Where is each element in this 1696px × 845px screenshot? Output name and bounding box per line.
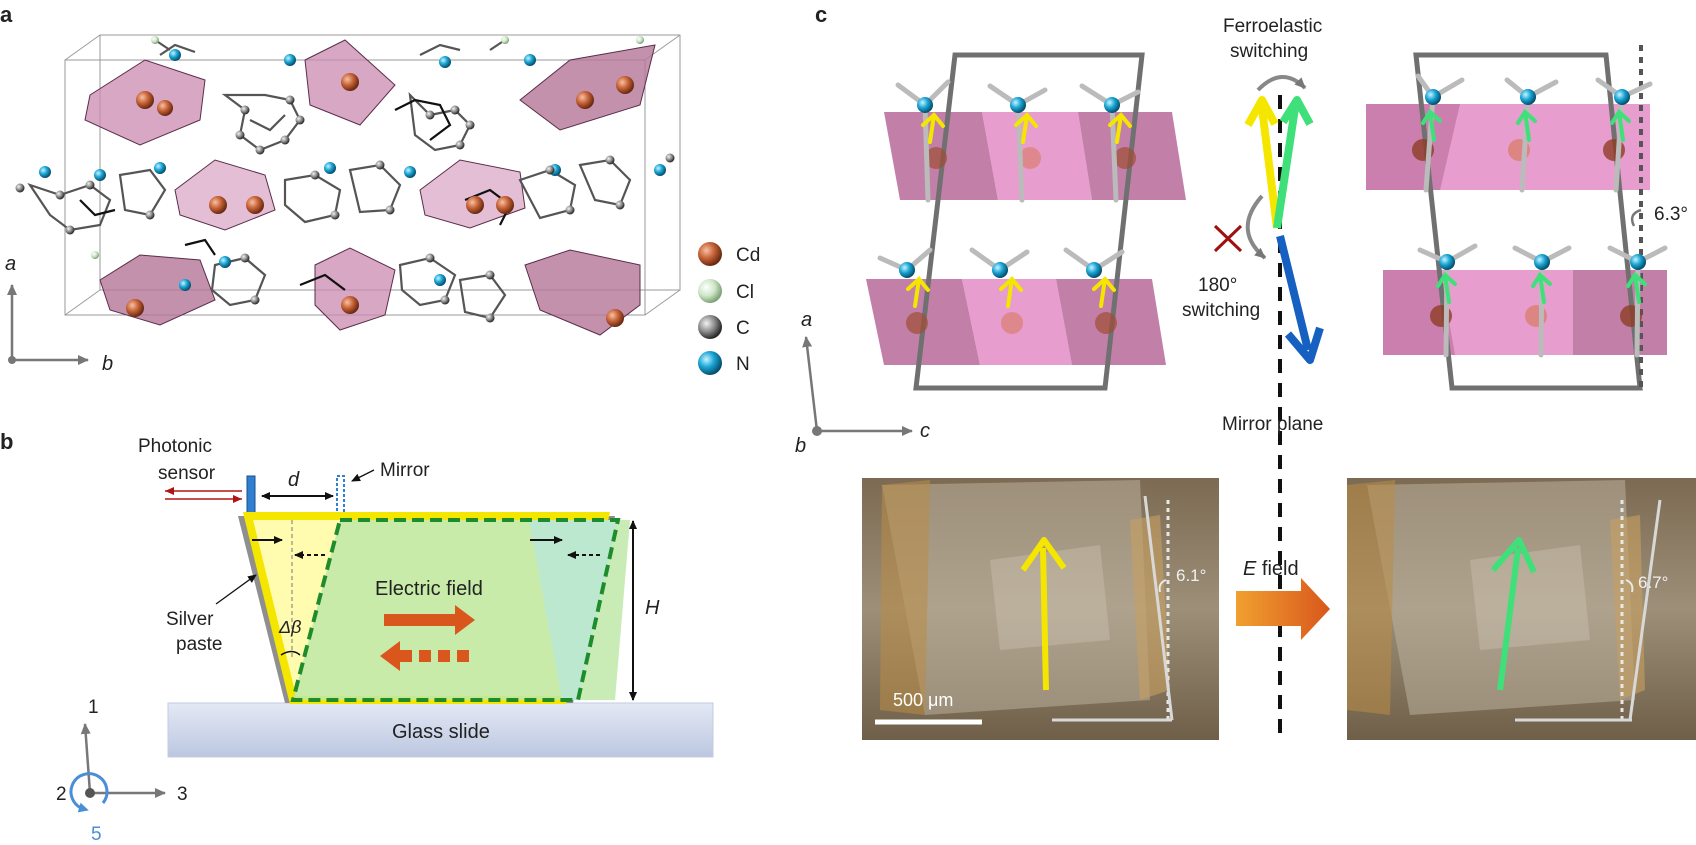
- unit-cell-right: [1413, 52, 1643, 391]
- axis-b-c-label: b: [795, 435, 806, 457]
- axis-3-label: 3: [177, 784, 188, 805]
- panel-c-axes: a b c: [795, 309, 930, 457]
- blue-polarization-arrow: [1276, 235, 1324, 364]
- e-field-label: E field: [1243, 558, 1299, 580]
- delta-beta-label: Δβ: [278, 617, 301, 637]
- legend-cd-label: Cd: [736, 245, 760, 266]
- axis-2-label: 2: [56, 784, 67, 805]
- mirror-label: Mirror: [380, 460, 430, 481]
- axis-a-label: a: [5, 253, 16, 275]
- polarization-arrow-green: [1490, 537, 1537, 691]
- axis-1-label: 1: [88, 697, 99, 718]
- panel-a: a: [0, 2, 760, 375]
- axis-a-c-label: a: [801, 309, 812, 331]
- photonic-sensor-label-line1: Photonic: [138, 436, 212, 457]
- silver-paste-label-line1: Silver: [166, 609, 214, 630]
- electric-field-label: Electric field: [375, 578, 483, 600]
- e-field-word: field: [1256, 558, 1298, 580]
- legend-cd-swatch: [698, 242, 722, 266]
- axis-c-label: c: [920, 420, 930, 442]
- glass-slide-label: Glass slide: [392, 721, 490, 743]
- field-arrow-reverse-dash2: [438, 650, 450, 662]
- rotation-5-arrow: [69, 772, 109, 813]
- mirror-pointer: [351, 469, 375, 482]
- crystal-switched-edge: [290, 518, 621, 702]
- legend-cl-swatch: [698, 279, 722, 303]
- polarization-arrow-yellow: [1020, 537, 1067, 691]
- n-atoms: [39, 49, 666, 291]
- ferroelastic-label-line1: Ferroelastic: [1223, 16, 1322, 37]
- field-arrow-forward: [384, 605, 475, 635]
- ferroelastic-label-line2: switching: [1230, 41, 1308, 62]
- green-polarization-arrow: [1273, 96, 1314, 229]
- delta-beta-arc: [280, 650, 301, 656]
- photonic-sensor: [246, 475, 256, 515]
- cd-atoms: [126, 73, 634, 327]
- axis-b-label: b: [102, 353, 113, 375]
- e-field-symbol: E: [1243, 558, 1257, 580]
- panel-c-label: c: [815, 2, 827, 27]
- unit-cell-left: [913, 52, 1145, 391]
- angle-67-label: 6.7°: [1638, 573, 1668, 592]
- panel-b: b Photonic sensor Mirror d Glass slide: [0, 429, 714, 845]
- angle-63-arc: [1630, 208, 1642, 227]
- silver-paste-label-line2: paste: [176, 634, 222, 655]
- legend-c-swatch: [698, 315, 722, 339]
- panel-a-label: a: [0, 2, 13, 27]
- yellow-polarization-arrow: [1244, 96, 1281, 229]
- ferroelastic-switch-arrow: [1256, 75, 1307, 92]
- micrograph-after: 6.7°: [1347, 478, 1696, 740]
- mirror: [336, 475, 345, 515]
- angle-63-label: 6.3°: [1654, 204, 1688, 225]
- switched-overhang: [529, 520, 618, 700]
- switching-diagram: Ferroelastic switching 180° switching Mi…: [1182, 16, 1324, 740]
- scale-bar-label: 500 μm: [893, 690, 953, 710]
- angle-61-label: 6.1°: [1176, 566, 1206, 585]
- atom-legend: Cd Cl C N: [698, 242, 760, 375]
- micrograph-before: 6.1° 500 μm: [862, 478, 1219, 740]
- mirror-plane-label: Mirror plane: [1222, 414, 1323, 435]
- legend-c-label: C: [736, 318, 750, 339]
- panel-b-label: b: [0, 429, 13, 454]
- field-arrow-reverse-dash3: [457, 650, 469, 662]
- switch-180-label-line2: switching: [1182, 300, 1260, 321]
- legend-n-swatch: [698, 351, 722, 375]
- panel-a-axes: a b: [5, 253, 113, 375]
- panel-b-axes: 1 2 3 5: [56, 697, 188, 845]
- photonic-sensor-label-line2: sensor: [158, 463, 216, 484]
- switch-180-label-line1: 180°: [1198, 275, 1237, 296]
- panel-c: c: [795, 2, 1696, 740]
- field-arrow-reverse-head: [380, 641, 412, 671]
- structure-left: [866, 52, 1186, 391]
- field-arrow-reverse-dash1: [419, 650, 431, 662]
- legend-cl-label: Cl: [736, 282, 754, 303]
- e-field-indicator: E field: [1236, 558, 1330, 640]
- legend-n-label: N: [736, 354, 750, 375]
- silver-paste-pointer: [215, 574, 257, 605]
- c-atoms: [15, 36, 675, 323]
- d-label: d: [288, 469, 300, 491]
- organic-bonds-dark: [79, 98, 512, 291]
- e-field-arrow: [1236, 578, 1330, 640]
- switch-180-arrow: [1245, 194, 1267, 260]
- structure-right: 6.3°: [1366, 45, 1688, 392]
- cdcl-octahedra: [84, 39, 656, 336]
- axis-5-label: 5: [91, 824, 102, 845]
- h-label: H: [645, 597, 660, 619]
- forbidden-cross-icon: [1213, 224, 1243, 253]
